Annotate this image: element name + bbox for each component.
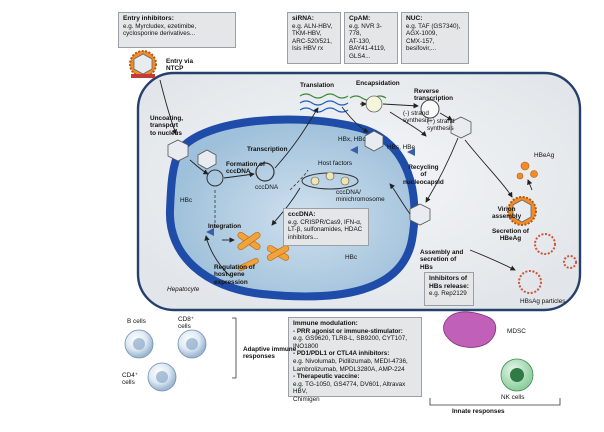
mdsc-label: MDSC	[507, 328, 526, 335]
host-factors-label: Host factors	[318, 160, 353, 167]
immune-item-head: - PRR agonist or immune-stimulator:	[293, 327, 403, 335]
hbc-label: HBc	[180, 197, 193, 204]
box-title: cccDNA:	[288, 211, 316, 218]
cpam-box: CpAM: e.g. NVR 3-778, AT-130, BAY41-4119…	[344, 12, 398, 64]
immune-item-body: e.g. GS9620, TLR8-L, SB9200, CYT107, INO…	[293, 335, 407, 350]
cccdna-circle-icon	[255, 162, 275, 182]
adaptive-bracket	[232, 317, 237, 379]
box-title: NUC:	[406, 15, 423, 22]
entry-virion-icon	[129, 50, 157, 78]
virion-assembly-label: Virion assembly	[492, 206, 522, 221]
reverse-transcription-label: Reverse transcription	[414, 88, 454, 103]
minus-strand-label: (-) strand synthesis	[403, 110, 430, 125]
box-body: e.g. TAF (GS7340), AGX-1009, CMX-157, be…	[406, 22, 461, 53]
plus-strand-label: (+) strand synthesis	[427, 118, 455, 133]
innate-bracket	[429, 398, 561, 406]
box-body: e.g. NVR 3-778, AT-130, BAY41-4119, GLS4…	[349, 22, 386, 60]
minichromosome-icon	[301, 171, 359, 190]
nk-cell-icon	[500, 358, 534, 392]
secretion-hbeag-label: Secretion of HBeAg	[492, 228, 529, 243]
hbeag-label: HBeAg	[534, 152, 555, 159]
innate-responses-label: Innate responses	[452, 408, 505, 415]
box-title: Immune modulation:	[293, 320, 358, 327]
hbx-icon	[206, 146, 415, 236]
nk-cells-label: NK cells	[501, 394, 525, 401]
entry-inhibitors-box: Entry inhibitors: e.g. Myrcludex, ezetim…	[118, 12, 236, 48]
regulation-label: Regulation of host-gene expression	[214, 264, 255, 286]
box-body: e.g. Rep2129	[429, 290, 467, 298]
integration-label: Integration	[208, 223, 242, 230]
transcription-label: Transcription	[247, 146, 288, 153]
nucleus	[165, 115, 419, 301]
box-title: Inhibitors of HBs release:	[429, 275, 469, 290]
recycling-label: Recycling of nucleocapsid	[403, 164, 444, 186]
assembly-secretion-label: Assembly and secretion of HBs	[420, 249, 464, 271]
immune-item-body: e.g. TG-1050, GS4774, DV601, Altravax HB…	[293, 380, 406, 403]
entry-via-ntcp-label: Entry via NTCP	[166, 58, 193, 73]
hbc-label: HBc	[345, 254, 358, 261]
dashed-arrows	[214, 169, 309, 230]
secreted-virion-icon	[507, 196, 537, 226]
b-cell-icon	[124, 329, 154, 359]
hepatocyte-label: Hepatocyte	[167, 286, 200, 293]
hbsag-particles-icon	[518, 233, 577, 294]
hbs-release-inhibitors-box: Inhibitors of HBs release: e.g. Rep2129	[424, 272, 474, 306]
hbs-hbe-label: HBs, HBe	[387, 144, 416, 151]
cd8-cells-label: CD8⁺ cells	[178, 316, 195, 331]
immune-item-head: - Therapeutic vaccine:	[293, 373, 360, 381]
process-arrows	[159, 79, 533, 277]
cd8-cell-icon	[177, 329, 207, 359]
immune-item-body: e.g. Nivolumab, Pidilizumab, MEDI-4736, …	[293, 357, 408, 373]
uncoating-label: Uncoating, transport to nucleus	[150, 115, 184, 137]
immune-item-head: - PD1/PDL1 or CTL4A inhibitors:	[293, 350, 390, 358]
cccdna-label: cccDNA	[255, 184, 279, 191]
cccdna-inhibitors-box: cccDNA: e.g. CRISPR/Cas9, IFN-α, LT-β, s…	[283, 208, 369, 246]
box-body: e.g. CRISPR/Cas9, IFN-α, LT-β, sulfonami…	[288, 218, 363, 241]
immune-modulation-box: Immune modulation: - PRR agonist or immu…	[288, 317, 422, 403]
hbeag-icon	[516, 161, 538, 180]
b-cells-label: B cells	[127, 318, 146, 325]
formation-cccdna-label: Formation of cccDNA	[226, 161, 266, 176]
mdsc-icon	[443, 311, 497, 348]
cd4-cell-icon	[147, 362, 177, 392]
capsid-icon	[167, 139, 217, 170]
hbx-hbc-label: HBx, HBc	[338, 136, 366, 143]
rcdna-circle-icon	[206, 169, 224, 187]
cccdna-minichromosome-label: cccDNA/ minichromosome	[336, 189, 385, 204]
hbsag-particles-label: HBsAg particles	[520, 298, 566, 305]
box-body: e.g. ALN-HBV, TKM-HBV, ARC-520/521, Isis…	[292, 22, 333, 53]
encapsidation-label: Encapsidation	[356, 80, 400, 87]
chromosome-icon	[237, 231, 290, 271]
cd4-cells-label: CD4⁺ cells	[122, 372, 139, 387]
translation-label: Translation	[300, 82, 335, 89]
box-title: CpAM:	[349, 15, 371, 22]
box-title: siRNA:	[292, 15, 314, 22]
box-body: e.g. Myrcludex, ezetimibe, cyclosporine …	[123, 22, 197, 38]
sirna-box: siRNA: e.g. ALN-HBV, TKM-HBV, ARC-520/52…	[287, 12, 341, 64]
box-title: Entry inhibitors:	[123, 15, 174, 22]
adaptive-responses-label: Adaptive immune responses	[243, 346, 297, 361]
capsid-icon	[316, 95, 472, 239]
nuc-box: NUC: e.g. TAF (GS7340), AGX-1009, CMX-15…	[401, 12, 469, 64]
